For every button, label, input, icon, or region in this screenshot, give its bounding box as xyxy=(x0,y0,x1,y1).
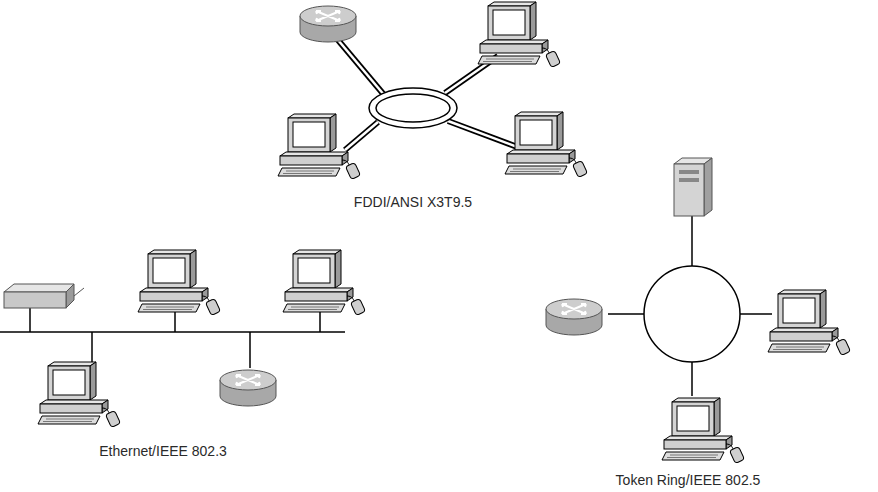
topology-label: FDDI/ANSI X3T9.5 xyxy=(354,194,472,211)
router-icon xyxy=(220,370,276,406)
token-ring-links xyxy=(608,216,772,396)
pc-icon xyxy=(278,114,360,179)
pc-icon xyxy=(38,362,120,427)
router-icon xyxy=(546,299,602,335)
router-icon xyxy=(300,6,356,42)
pc-icon xyxy=(138,250,220,315)
pc-icon xyxy=(478,2,560,67)
pc-icon xyxy=(768,290,850,355)
printer-icon xyxy=(4,284,84,308)
ethernet-bus xyxy=(0,304,345,368)
pc-icon xyxy=(662,398,744,463)
topology-label: Ethernet/IEEE 802.3 xyxy=(99,443,227,460)
fddi-ring-inner xyxy=(376,94,450,122)
fddi-ring-outer xyxy=(369,88,457,128)
topology-label: Token Ring/IEEE 802.5 xyxy=(616,472,761,489)
token-ring xyxy=(644,266,740,362)
pc-icon xyxy=(505,112,587,177)
pc-icon xyxy=(283,250,365,315)
server-icon xyxy=(674,158,712,216)
